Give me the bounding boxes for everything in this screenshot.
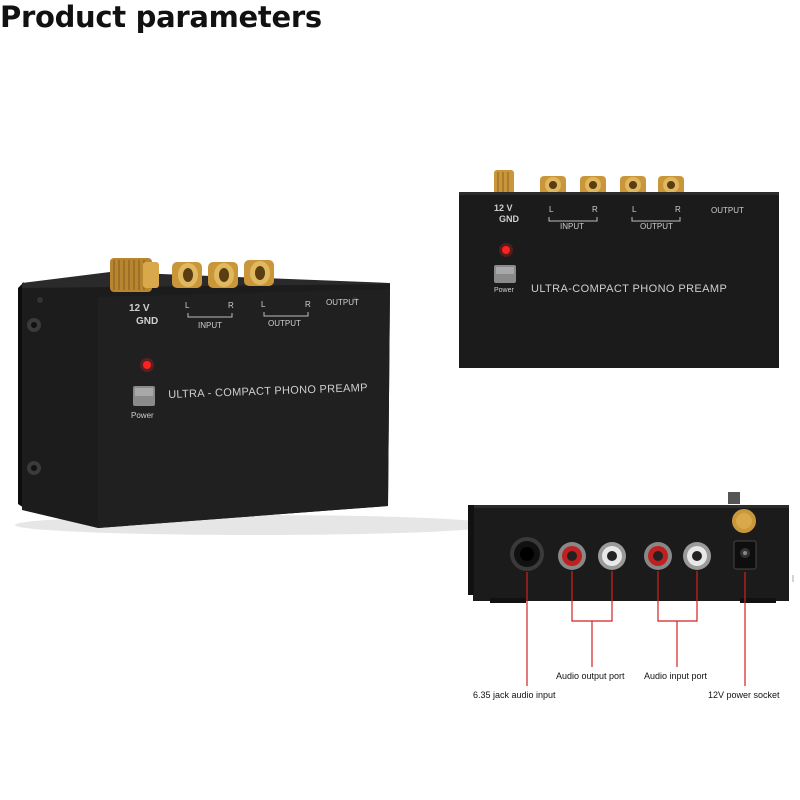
callout-power-socket: 12V power socket — [708, 690, 780, 700]
output-group-label: OUTPUT — [268, 319, 301, 328]
voltage-label: 12 V — [129, 303, 150, 314]
input-group-label: INPUT — [198, 321, 222, 330]
front-input-right-label: R — [592, 205, 598, 214]
front-gnd-label: GND — [499, 214, 519, 224]
callout-audio-output: Audio output port — [556, 671, 625, 681]
input-right-label: R — [228, 301, 234, 310]
output-right-label: R — [305, 300, 311, 309]
front-input-left-label: L — [549, 205, 554, 214]
output-jack-label: OUTPUT — [326, 298, 359, 307]
front-output-group-label: OUTPUT — [640, 222, 673, 231]
callout-audio-input: Audio input port — [644, 671, 708, 681]
front-input-group-label: INPUT — [560, 222, 584, 231]
front-output-left-label: L — [632, 205, 637, 214]
front-output-jack-label: OUTPUT — [711, 206, 744, 215]
front-power-label: Power — [494, 287, 514, 294]
callout-jack-input: 6.35 jack audio input — [473, 690, 556, 700]
output-left-label: L — [261, 300, 266, 309]
input-left-label: L — [185, 301, 190, 310]
gnd-label: GND — [136, 316, 159, 327]
front-output-right-label: R — [675, 205, 681, 214]
page-title: Product parameters — [0, 0, 322, 34]
power-label: Power — [131, 411, 154, 420]
front-voltage-label: 12 V — [494, 203, 513, 213]
front-brand-label: ULTRA-COMPACT PHONO PREAMP — [531, 283, 728, 295]
